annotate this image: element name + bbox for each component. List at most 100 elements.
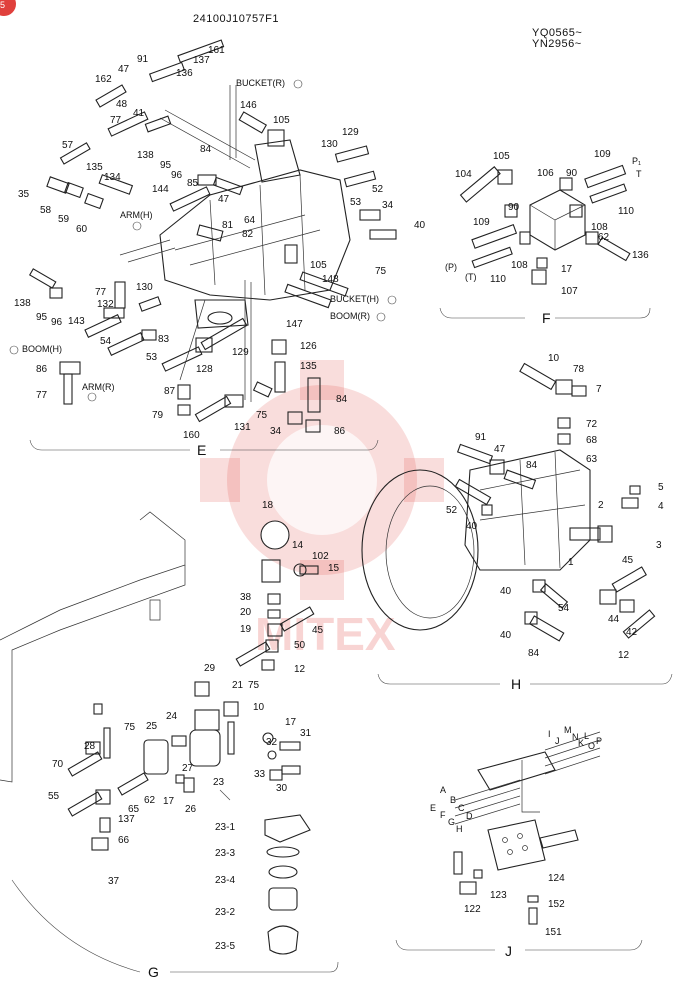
section-g-callouts: 18 14 102 15 38 20 45 19 50 12 29 21 75 …	[48, 500, 340, 952]
callout: 2	[598, 500, 604, 511]
callout: 17	[163, 796, 175, 807]
callout: 104	[455, 169, 472, 180]
tag-arm-h: ARM(H)	[120, 210, 153, 220]
section-f-callouts: 105 106 90 109 104 90 108 110 109 62 136…	[455, 149, 649, 297]
callout: 19	[240, 624, 252, 635]
callout: 50	[294, 640, 306, 651]
callout-letter: C	[458, 803, 465, 813]
callout: 128	[196, 364, 213, 375]
callout: 108	[511, 260, 528, 271]
callout: 136	[176, 68, 193, 79]
callout: 75	[256, 410, 268, 421]
callout: 28	[84, 741, 96, 752]
tag-t: T	[636, 169, 642, 179]
callout: 24	[166, 711, 178, 722]
callout: 162	[95, 74, 112, 85]
callout: 129	[342, 127, 359, 138]
callout: 95	[160, 160, 172, 171]
callout: 148	[322, 274, 339, 285]
callout: 64	[244, 215, 256, 226]
callout: 137	[118, 814, 135, 825]
callout: 105	[310, 260, 327, 271]
callout: 23-2	[215, 907, 235, 918]
callout: 17	[561, 264, 573, 275]
callout: 78	[573, 364, 585, 375]
callout: 105	[493, 151, 510, 162]
callout: 31	[300, 728, 312, 739]
callout: 12	[294, 664, 306, 675]
callout: 68	[586, 435, 598, 446]
tag-arm-r: ARM(R)	[82, 382, 115, 392]
callout: 102	[312, 551, 329, 562]
callout: 7	[596, 384, 602, 395]
section-e-callouts: 161 91 47 137 136 162 48 41 146 105 77 1…	[14, 45, 426, 441]
callout: 12	[618, 650, 630, 661]
callout-letter: M	[564, 725, 572, 735]
callout: 35	[18, 189, 30, 200]
callout: 40	[500, 586, 512, 597]
tag-boom-r: BOOM(R)	[330, 311, 370, 321]
callout: 134	[104, 172, 121, 183]
callout: 34	[270, 426, 282, 437]
callout-letter: K	[578, 738, 584, 748]
callout: 130	[136, 282, 153, 293]
callout: 152	[548, 899, 565, 910]
callout: 86	[36, 364, 48, 375]
callout: 60	[76, 224, 88, 235]
callout-letter: I	[548, 729, 551, 739]
section-j-callouts: 124 123 122 152 151	[464, 873, 565, 938]
watermark-logo: MITEX	[200, 360, 444, 660]
section-h-callouts: 10 78 7 72 68 63 91 47 84 5 4 52 2 40 3 …	[446, 353, 664, 661]
page-badge-label: 5	[0, 0, 5, 10]
callout: 77	[110, 115, 122, 126]
callout: 32	[266, 737, 278, 748]
callout-letter: E	[430, 803, 436, 813]
callout: 40	[500, 630, 512, 641]
section-j-drawing	[395, 731, 643, 951]
callout: 62	[144, 795, 156, 806]
callout: 132	[97, 299, 114, 310]
callout: 27	[182, 763, 194, 774]
callout: 10	[548, 353, 560, 364]
callout-letter: N	[572, 732, 579, 742]
callout: 29	[204, 663, 216, 674]
callout: 54	[100, 336, 112, 347]
callout: 96	[171, 170, 183, 181]
callout: 122	[464, 904, 481, 915]
callout: 45	[622, 555, 634, 566]
callout: 57	[62, 140, 74, 151]
callout: 38	[240, 592, 252, 603]
callout: 75	[375, 266, 387, 277]
callout: 91	[137, 54, 149, 65]
callout: 14	[292, 540, 304, 551]
callout: 85	[187, 178, 199, 189]
callout: 84	[528, 648, 540, 659]
callout: 41	[133, 108, 145, 119]
callout: 23-1	[215, 822, 235, 833]
callout: 75	[124, 722, 136, 733]
callout: 79	[152, 410, 164, 421]
callout: 72	[586, 419, 598, 430]
callout: 138	[14, 298, 31, 309]
callout: 77	[36, 390, 48, 401]
section-f-label: F	[542, 310, 551, 326]
callout: 130	[321, 139, 338, 150]
callout: 83	[158, 334, 170, 345]
callout: 82	[242, 229, 254, 240]
callout: 55	[48, 791, 60, 802]
callout: 131	[234, 422, 251, 433]
callout: 144	[152, 184, 169, 195]
callout: 135	[86, 162, 103, 173]
callout: 90	[508, 202, 520, 213]
callout: 53	[350, 197, 362, 208]
callout: 105	[273, 115, 290, 126]
callout: 96	[51, 317, 63, 328]
callout: 52	[372, 184, 384, 195]
callout: 109	[473, 217, 490, 228]
callout: 21	[232, 680, 244, 691]
callout: 151	[545, 927, 562, 938]
callout-letter: A	[440, 785, 446, 795]
callout: 3	[656, 540, 662, 551]
callout: 20	[240, 607, 252, 618]
